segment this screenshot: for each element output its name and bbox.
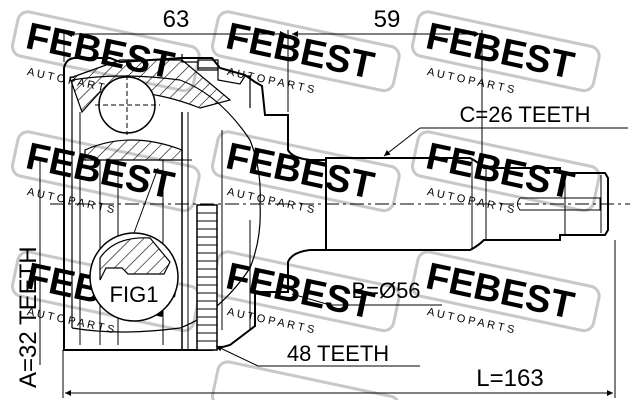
- dim-59-label: 59: [374, 6, 401, 33]
- leader-spline-c: [383, 127, 628, 157]
- abs-ring: [196, 204, 218, 351]
- spline-a-label: A=32 TEETH: [15, 246, 42, 388]
- drive-shaft: [325, 157, 609, 251]
- leader-diameter-b: [291, 292, 442, 306]
- fig1-label: FIG1: [110, 282, 159, 307]
- dimension-total-length: [62, 240, 616, 398]
- dim-63-label: 63: [163, 6, 190, 33]
- leader-abs-ring: [215, 345, 420, 367]
- fig1-detail: FIG1: [82, 159, 192, 322]
- cage-section-hatch: [69, 59, 232, 161]
- clamp-bracket: [181, 54, 251, 108]
- dimension-shaft-length: [292, 30, 483, 165]
- abs-teeth-label: 48 TEETH: [287, 341, 389, 366]
- dimension-joint-length: [63, 30, 289, 112]
- spline-c-label: C=26 TEETH: [459, 102, 590, 127]
- dim-total-label: L=163: [476, 365, 543, 392]
- diameter-b-label: B=Ø56: [351, 278, 420, 303]
